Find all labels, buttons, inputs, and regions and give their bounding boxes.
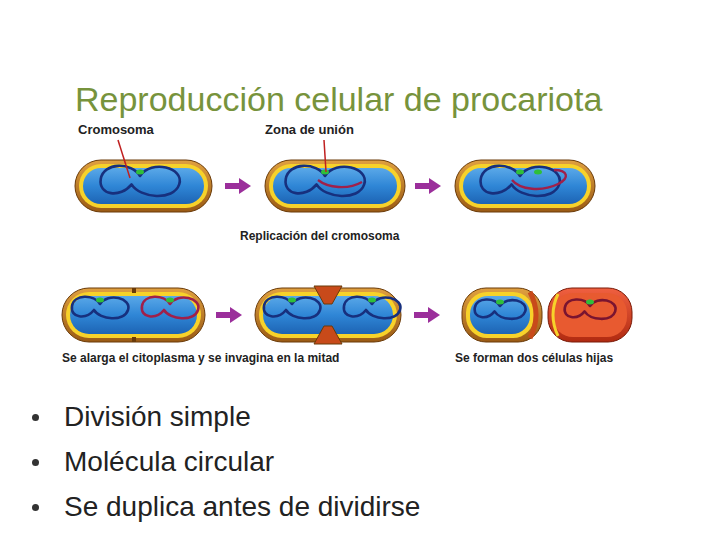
bacterium (265, 160, 405, 212)
chromosome-copy (344, 297, 401, 319)
chromosome (101, 166, 180, 196)
invagination (314, 326, 342, 344)
chromosome (264, 297, 321, 319)
part-label: Zona de unión (265, 123, 354, 138)
attachment-point (96, 298, 104, 303)
step-arrow (216, 307, 242, 323)
leader-line (118, 140, 130, 178)
attachment-point (368, 298, 376, 303)
chromosome (72, 297, 129, 319)
bacterium (455, 160, 595, 212)
step-arrow (225, 178, 251, 194)
cell-membrane (66, 292, 201, 338)
attachment-point (534, 170, 542, 175)
bullet-text: División simple (64, 401, 251, 433)
cell-wall (75, 160, 212, 212)
cell-membrane (459, 164, 591, 208)
step-arrow (415, 178, 441, 194)
bullet-text: Se duplica antes de dividirse (64, 491, 420, 523)
attachment-point (496, 300, 504, 305)
chromosome (475, 299, 526, 318)
cell-membrane (79, 164, 208, 208)
bacterium (62, 288, 205, 342)
cell-wall (62, 288, 205, 342)
attachment-point (166, 298, 174, 303)
cell-membrane (269, 164, 401, 208)
part-label: Cromosoma (78, 123, 154, 138)
step-caption: Se forman dos células hijas (455, 352, 613, 366)
leader-line (324, 140, 326, 172)
step-arrow (414, 307, 440, 323)
replicating-strand (512, 170, 566, 189)
attachment-point (586, 300, 594, 305)
daughter-cell (462, 288, 542, 342)
replicating-strand (318, 180, 362, 187)
step-caption: Se alarga el citoplasma y se invagina en… (62, 352, 339, 366)
chromosome (481, 166, 560, 196)
cytoplasm (273, 168, 397, 204)
step-caption: Replicación del cromosoma (240, 230, 399, 244)
chromosome-copy (142, 297, 199, 319)
bullet-text: Molécula circular (64, 446, 274, 478)
septum-start (132, 288, 136, 293)
attachment-point (321, 170, 329, 175)
bullet-mark (32, 504, 39, 511)
bullet-mark (32, 459, 39, 466)
attachment-point (288, 298, 296, 303)
cell-wall (455, 160, 595, 212)
cell-wall (265, 160, 405, 212)
cytoplasm (70, 296, 197, 334)
bacterium (75, 160, 212, 212)
chromosome (565, 299, 616, 318)
daughter-cell (548, 288, 632, 342)
attachment-point (136, 170, 144, 175)
bullet-mark (32, 414, 39, 421)
slide-title: Reproducción celular de procariota (75, 80, 602, 119)
septum-start (132, 337, 136, 342)
attachment-point (516, 170, 524, 175)
